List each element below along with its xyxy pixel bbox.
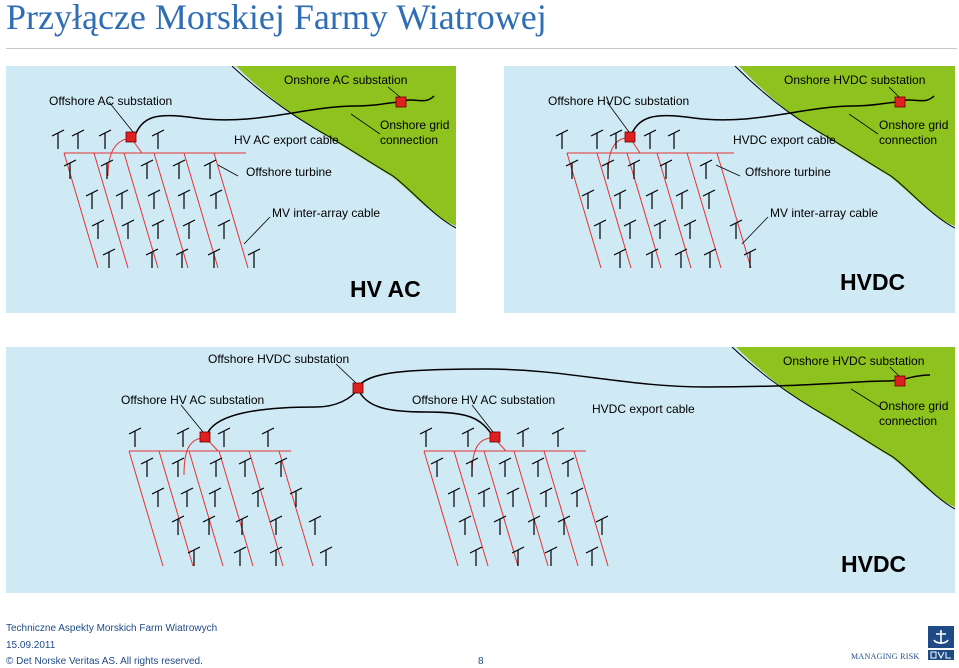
export-cable-label: HV AC export cable [234,133,339,147]
offshore-ac-substation-right-marker [489,431,501,443]
leader-lines [606,86,900,245]
offshore-hvdc-substation-label: Offshore HVDC substation [208,352,349,366]
hvdc-network-lines [205,368,931,439]
turbine-field [555,129,757,268]
footer-subtitle: Techniczne Aspekty Morskich Farm Wiatrow… [6,623,218,634]
export-cable-label: HVDC export cable [733,133,836,147]
panel-hvdc: Onshore HVDC substation Offshore HVDC su… [504,66,955,313]
turbine-field-left [128,427,333,566]
offshore-hvdc-substation-marker [624,131,636,143]
managing-risk-tagline: MANAGING RISK [851,652,920,661]
grid-connection-label-line2: connection [879,133,937,147]
leader-lines [108,86,401,245]
turbine-field-right [419,427,609,566]
onshore-substation-label: Onshore HVDC substation [783,354,924,368]
inter-array-cables [63,137,249,269]
coastline [734,66,955,229]
offshore-turbine-label: Offshore turbine [246,165,332,179]
onshore-substation-label: Onshore HVDC substation [784,73,925,87]
panel-hvac: Onshore AC substation Offshore AC substa… [6,66,456,313]
grid-connection-label-line1: Onshore grid [879,118,948,132]
grid-connection-label-line1: Onshore grid [879,399,948,413]
footer-copyright: © Det Norske Veritas AS. All rights rese… [6,656,203,667]
export-cable-label: HVDC export cable [592,402,695,416]
panel-hvdc-multi: Offshore HVDC substation Offshore HV AC … [6,347,955,593]
offshore-ac-substation-right-label: Offshore HV AC substation [412,393,555,407]
page-number: 8 [478,656,484,667]
inter-array-cable-label: MV inter-array cable [272,206,380,220]
panel-badge: HV AC [350,276,421,302]
leader-lines [180,363,900,433]
panel-badge: HVDC [841,551,906,577]
grid-connection-label-line1: Onshore grid [380,118,449,132]
offshore-ac-substation-marker [125,131,137,143]
inter-array-cables-left [128,437,314,567]
offshore-substation-label: Offshore HVDC substation [548,94,689,108]
grid-connection-label-line2: connection [380,133,438,147]
turbine-field [51,129,261,268]
inter-array-cable-label: MV inter-array cable [770,206,878,220]
inter-array-cables-right [423,437,609,567]
export-cable-line [133,95,435,139]
inter-array-cables [566,137,752,269]
coastline [231,66,456,229]
dnv-logo-icon [928,626,954,660]
page-title: Przyłącze Morskiej Farmy Wiatrowej [6,0,547,37]
land-area [736,347,955,507]
onshore-ac-substation-marker [395,96,407,108]
offshore-ac-substation-left-label: Offshore HV AC substation [121,393,264,407]
onshore-substation-label: Onshore AC substation [284,73,407,87]
offshore-substation-label: Offshore AC substation [49,94,172,108]
panel-badge: HVDC [840,269,905,295]
offshore-turbine-label: Offshore turbine [745,165,831,179]
offshore-ac-substation-left-marker [199,431,211,443]
footer-date: 15.09.2011 [6,640,56,651]
onshore-hvdc-substation-marker [894,375,906,387]
onshore-hvdc-substation-marker [894,96,906,108]
offshore-hvdc-substation-marker [352,382,364,394]
grid-connection-label-line2: connection [879,414,937,428]
title-divider [6,48,957,49]
